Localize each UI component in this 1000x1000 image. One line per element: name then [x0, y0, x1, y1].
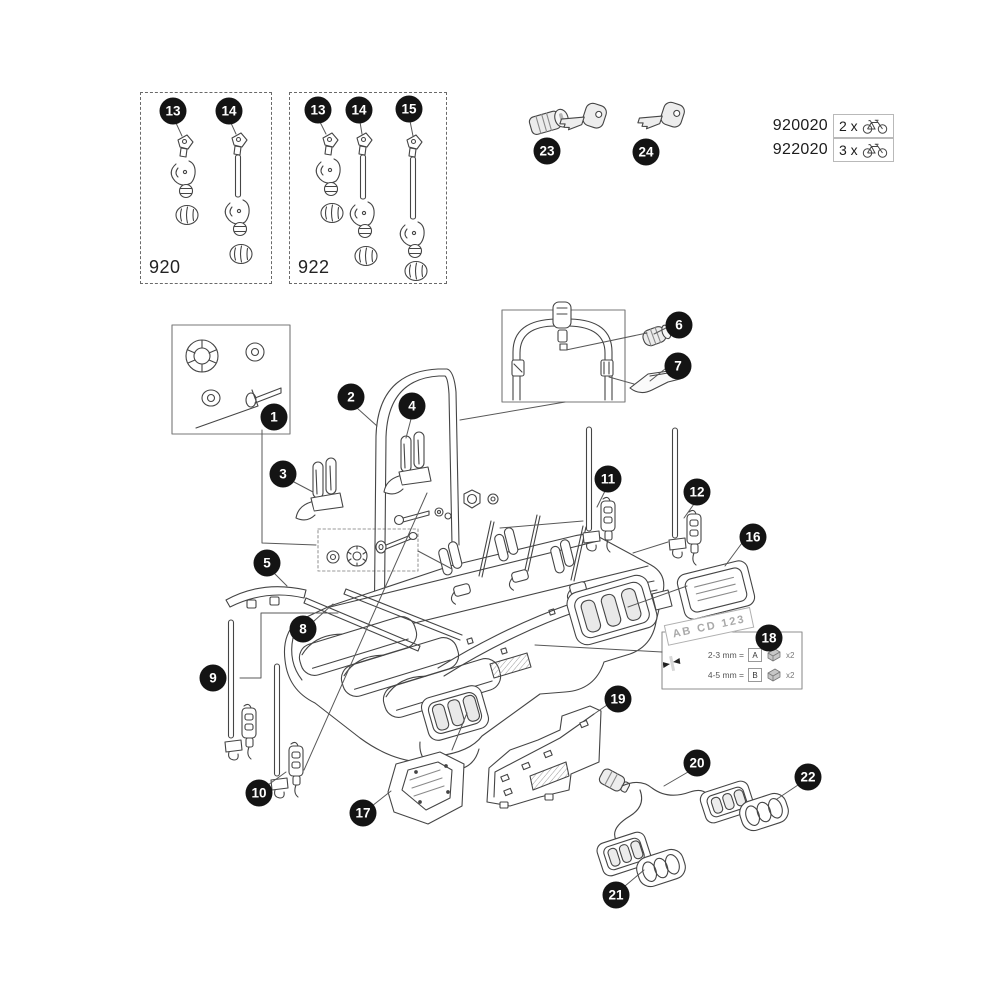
variant-box-b: B [748, 668, 762, 682]
callout-24: 24 [632, 138, 660, 166]
gap-row-b: 4-5 mm = B x2 [698, 668, 794, 682]
strap-arm-9 [224, 619, 257, 761]
callout-11: 11 [594, 465, 622, 493]
callout-4: 4 [398, 392, 426, 420]
kit-qty: 2 x [839, 118, 858, 134]
bike-icon [862, 119, 887, 134]
gap-qty: x2 [786, 650, 795, 660]
lamp-lens-22 [739, 792, 789, 832]
strap-arm-11 [582, 426, 616, 553]
callout-17: 17 [349, 799, 377, 827]
strap-arm-10 [270, 663, 304, 799]
strap-arm-12 [668, 427, 702, 566]
callout-7: 7 [664, 352, 692, 380]
callout-21: 21 [602, 881, 630, 909]
group-box-922-label: 922 [298, 257, 330, 277]
group-box-920: 920 [140, 92, 272, 284]
callout-13-920: 13 [159, 97, 187, 125]
arch-detail-art [511, 301, 614, 401]
plate-holder-panel-19 [486, 705, 602, 809]
group-box-920-label: 920 [149, 257, 181, 277]
cover-plate-5 [225, 586, 307, 609]
callout-8: 8 [289, 615, 317, 643]
callout-13-922: 13 [304, 96, 332, 124]
carrier-body [283, 514, 665, 771]
lamp-housing-17 [387, 751, 465, 825]
arm-assembly-13-920 [170, 134, 199, 226]
wheel-holder-4 [383, 431, 432, 495]
gap-qty: x2 [786, 670, 795, 680]
callout-1: 1 [260, 403, 288, 431]
callout-9: 9 [199, 664, 227, 692]
callout-20: 20 [683, 749, 711, 777]
callout-16: 16 [739, 523, 767, 551]
callout-22: 22 [794, 763, 822, 791]
support-rod-8 [303, 597, 421, 652]
clip-icon [767, 668, 781, 682]
dotted-hardware-parts [326, 531, 418, 567]
callout-3: 3 [269, 460, 297, 488]
lamp-lens-21 [636, 848, 686, 888]
dotted-hardware-box [317, 528, 419, 572]
kit-code: 922020 [772, 141, 828, 158]
kit-code: 920020 [772, 117, 828, 134]
kit-row-922020: 922020 3 x [770, 138, 894, 162]
callout-23: 23 [533, 137, 561, 165]
lamp-housing-16 [651, 560, 756, 620]
callout-6: 6 [665, 311, 693, 339]
leader-lines [175, 120, 799, 887]
mounting-hardware-parts [185, 339, 282, 429]
kit-qty: 3 x [839, 142, 858, 158]
callout-2: 2 [337, 383, 365, 411]
callout-15: 15 [395, 95, 423, 123]
callout-19: 19 [604, 685, 632, 713]
gap-row-a: 2-3 mm = A x2 [698, 648, 794, 662]
callout-12: 12 [683, 478, 711, 506]
loose-hardware [393, 489, 499, 526]
arm-assembly-15-922 [399, 134, 428, 282]
hardware-kit-box-1 [171, 324, 291, 435]
kit-row-920020: 920020 2 x [770, 114, 894, 138]
callout-14-922: 14 [345, 96, 373, 124]
kit-qty-box: 2 x [833, 114, 894, 138]
arm-assembly-14-920 [224, 132, 253, 265]
bike-icon [862, 143, 887, 158]
gap-arrows-icon [663, 656, 681, 672]
callout-5: 5 [253, 549, 281, 577]
callout-14-920: 14 [215, 97, 243, 125]
group-box-922: 922 [289, 92, 447, 284]
arm-assembly-14-922 [349, 132, 378, 267]
callout-10: 10 [245, 779, 273, 807]
wheel-holder-3 [295, 457, 344, 521]
variant-box-a: A [748, 648, 762, 662]
tail-lamp-right [566, 574, 658, 646]
callout-18: 18 [755, 624, 783, 652]
arm-assembly-13-922 [315, 132, 344, 224]
key-icon [558, 93, 687, 140]
kit-qty-box: 3 x [833, 138, 894, 162]
gap-label: 4-5 mm = [707, 670, 744, 680]
gap-label: 2-3 mm = [707, 650, 744, 660]
tail-lamp-front [420, 685, 490, 741]
